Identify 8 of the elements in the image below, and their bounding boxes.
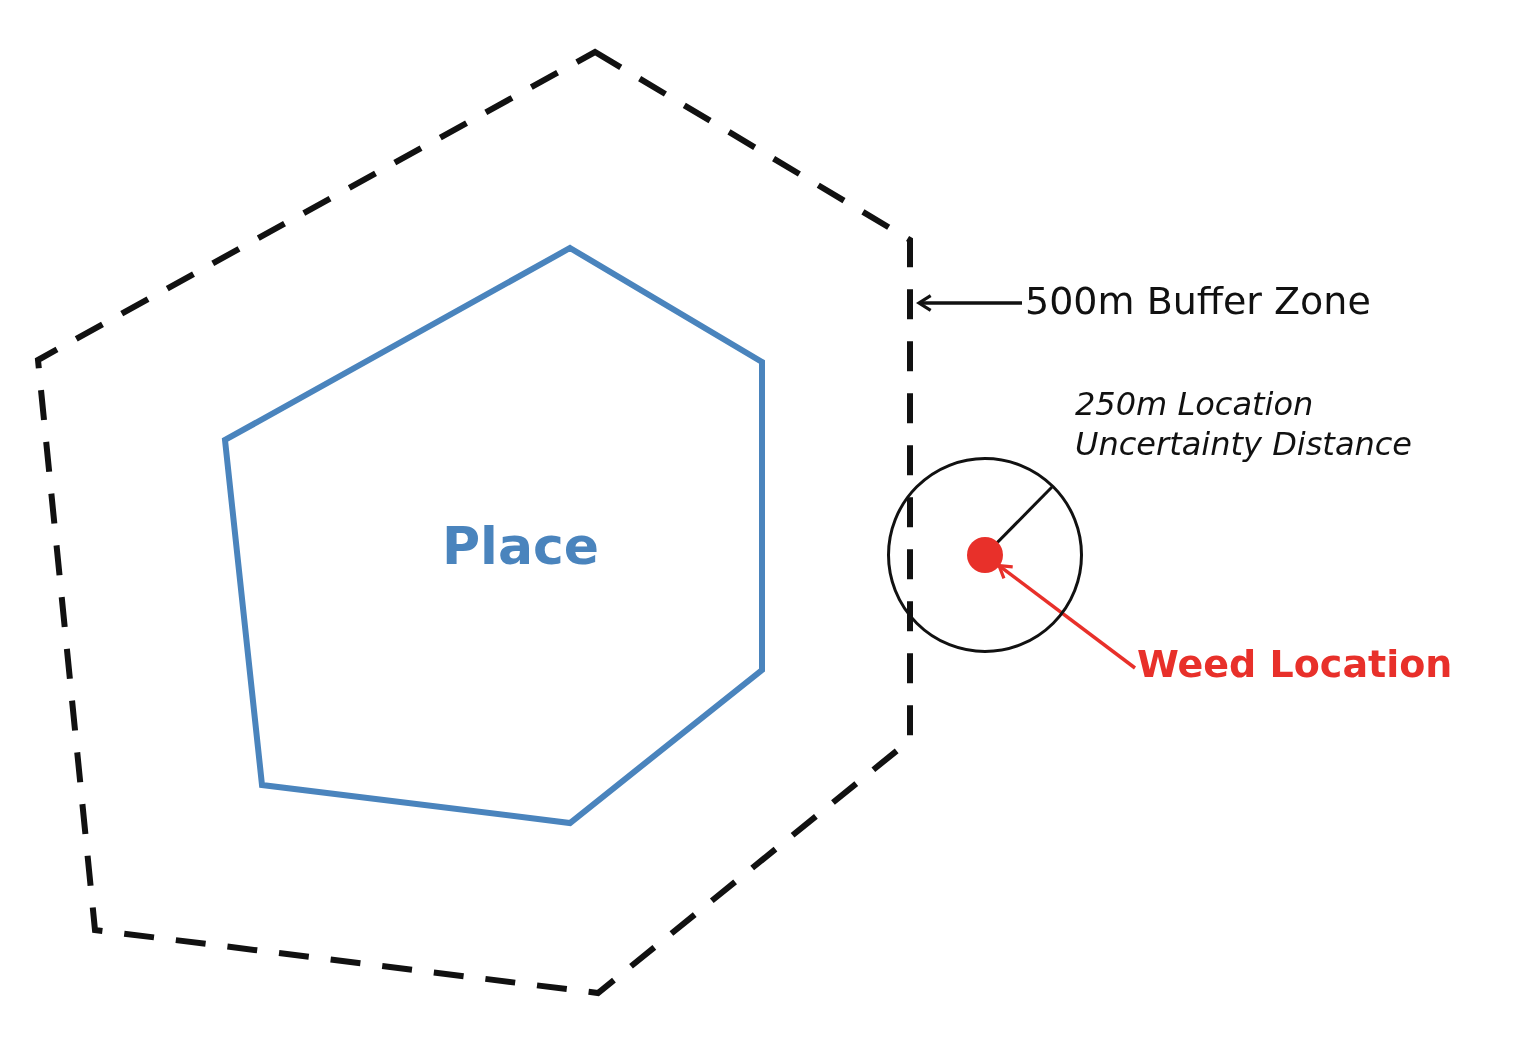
leader-arrow: [997, 564, 1137, 670]
place-name: Place: [442, 517, 600, 577]
weed-location-dot: [967, 537, 1003, 573]
weed-location-label: Weed Location: [1137, 643, 1487, 689]
uncertainty-distance-label: 250m Location Uncertainty Distance: [1075, 384, 1414, 464]
leader-arrow: [917, 294, 1022, 312]
buffer-zone-label: 500m Buffer Zone: [1025, 280, 1405, 326]
place-outline: [220, 243, 767, 828]
